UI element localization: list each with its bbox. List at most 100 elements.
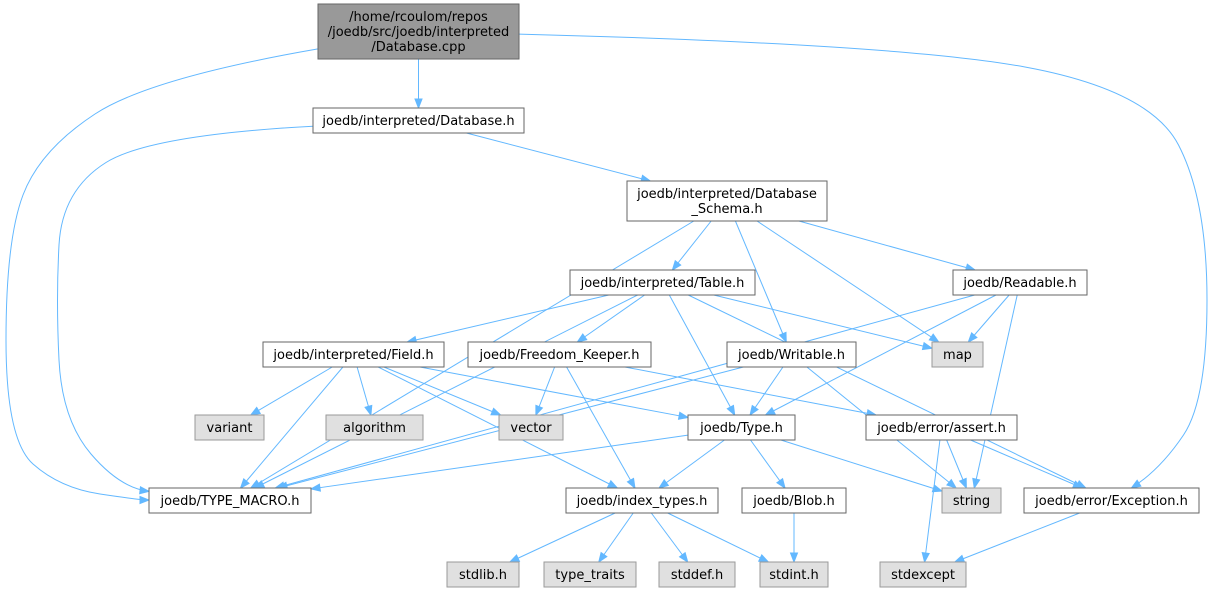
- node-label: joedb/error/assert.h: [876, 421, 1006, 436]
- node-box[interactable]: [1023, 487, 1200, 514]
- node-label: stdexcept: [891, 568, 955, 583]
- edge-arrowhead: [626, 477, 636, 490]
- node-box: [446, 561, 520, 588]
- edge-arrowhead: [597, 551, 608, 564]
- node-exception-h[interactable]: joedb/error/Exception.h: [1023, 487, 1200, 514]
- edge-arrowhead: [606, 479, 619, 489]
- edge-type_h-to-type_macro_h: [309, 434, 689, 492]
- node-box[interactable]: [626, 180, 828, 222]
- edge-line: [466, 132, 651, 182]
- node-label: joedb/Freedom_Keeper.h: [478, 348, 639, 363]
- node-writable-h[interactable]: joedb/Writable.h: [726, 341, 857, 368]
- edge-arrowhead: [309, 483, 322, 492]
- node-map: map: [931, 341, 984, 368]
- edge-arrowhead: [671, 259, 682, 272]
- node-box[interactable]: [726, 341, 857, 368]
- node-box: [931, 341, 984, 368]
- edge-arrowhead: [946, 478, 958, 489]
- edge-line: [954, 512, 1080, 563]
- edge-arrowhead: [364, 404, 373, 417]
- edge-line: [383, 366, 501, 416]
- edge-blob_h-to-stdint_h: [789, 513, 799, 564]
- node-box[interactable]: [312, 107, 525, 134]
- edge-line: [650, 512, 689, 563]
- node-database-h[interactable]: joedb/interpreted/Database.h: [312, 107, 525, 134]
- node-readable-h[interactable]: joedb/Readable.h: [952, 269, 1088, 296]
- edge-arrowhead: [921, 552, 930, 564]
- edge-line: [57, 125, 314, 492]
- node-box: [759, 561, 829, 588]
- edge-assert_h-to-exception_h: [970, 439, 1084, 489]
- node-index-types-h[interactable]: joedb/index_types.h: [565, 487, 719, 514]
- edge-field_h-to-algorithm: [356, 366, 373, 417]
- node-label: joedb/interpreted/Database.h: [321, 114, 514, 129]
- node-type-macro-h[interactable]: joedb/TYPE_MACRO.h: [148, 487, 312, 514]
- node-label: stdlib.h: [459, 568, 507, 583]
- edge-arrowhead: [657, 478, 670, 489]
- node-label: stddef.h: [671, 568, 723, 583]
- edge-line: [734, 220, 787, 343]
- node-box[interactable]: [952, 269, 1088, 296]
- node-box[interactable]: [865, 414, 1018, 441]
- edge-arrowhead: [490, 407, 502, 416]
- node-box[interactable]: [467, 341, 652, 368]
- edge-assert_h-to-string: [946, 439, 967, 490]
- edge-arrowhead: [789, 552, 799, 564]
- edge-field_h-to-type_macro_h: [239, 366, 344, 490]
- edge-index_types_h-to-type_traits: [597, 512, 634, 564]
- edge-type_h-to-string: [780, 439, 944, 493]
- node-label: joedb/interpreted/Field.h: [272, 348, 433, 363]
- node-label: stdint.h: [769, 568, 818, 583]
- edge-line: [688, 294, 1086, 489]
- node-database-schema-h[interactable]: joedb/interpreted/Database_Schema.h: [626, 180, 828, 222]
- node-stdint-h: stdint.h: [759, 561, 829, 588]
- node-box[interactable]: [148, 487, 312, 514]
- edge-freedom_keeper_h-to-assert_h: [624, 366, 878, 418]
- node-database-cpp: /home/rcoulom/repos/joedb/src/joedb/inte…: [317, 3, 520, 60]
- node-label: joedb/index_types.h: [576, 494, 708, 509]
- node-box: [879, 561, 967, 588]
- edge-arrowhead: [414, 98, 423, 110]
- node-box[interactable]: [262, 341, 445, 368]
- node-label: string: [953, 494, 990, 509]
- node-label: /Database.cpp: [371, 40, 465, 55]
- node-label: joedb/Type.h: [699, 421, 783, 436]
- edge-readable_h-to-map: [967, 294, 1010, 344]
- edge-table_h-to-type_h: [668, 294, 736, 417]
- node-table-h[interactable]: joedb/interpreted/Table.h: [569, 269, 756, 296]
- node-box[interactable]: [687, 414, 796, 441]
- edge-line: [240, 366, 344, 489]
- edge-database_cpp-to-exception_h: [518, 33, 1208, 489]
- node-freedom-keeper-h[interactable]: joedb/Freedom_Keeper.h: [467, 341, 652, 368]
- edge-arrowhead: [953, 554, 966, 563]
- edge-arrowhead: [535, 404, 544, 417]
- node-blob-h[interactable]: joedb/Blob.h: [741, 487, 847, 514]
- edge-arrowhead: [576, 333, 588, 343]
- node-label: joedb/Readable.h: [962, 276, 1076, 291]
- node-string: string: [941, 487, 1002, 514]
- edge-table_h-to-map: [713, 294, 934, 351]
- edge-line: [924, 439, 941, 563]
- edge-database_schema_h-to-map: [756, 220, 940, 343]
- node-label: variant: [207, 421, 253, 436]
- node-box[interactable]: [565, 487, 719, 514]
- node-box[interactable]: [569, 269, 756, 296]
- edge-freedom_keeper_h-to-index_types_h: [566, 366, 636, 490]
- edge-arrowhead: [139, 486, 151, 495]
- edge-arrowhead: [972, 477, 981, 490]
- node-type-h[interactable]: joedb/Type.h: [687, 414, 796, 441]
- edge-field_h-to-variant: [249, 366, 333, 416]
- edge-arrowhead: [778, 331, 787, 344]
- node-field-h[interactable]: joedb/interpreted/Field.h: [262, 341, 445, 368]
- edge-readable_h-to-type_h: [764, 294, 997, 416]
- edge-line: [250, 366, 333, 416]
- edges-layer: [5, 33, 1208, 564]
- edge-arrowhead: [928, 333, 940, 343]
- node-assert-h[interactable]: joedb/error/assert.h: [865, 414, 1018, 441]
- node-variant: variant: [194, 414, 265, 441]
- edge-line: [624, 366, 877, 416]
- edge-index_types_h-to-stdint_h: [667, 512, 770, 563]
- node-label: joedb/interpreted/Table.h: [580, 276, 745, 291]
- node-box[interactable]: [741, 487, 847, 514]
- edge-line: [973, 294, 1018, 489]
